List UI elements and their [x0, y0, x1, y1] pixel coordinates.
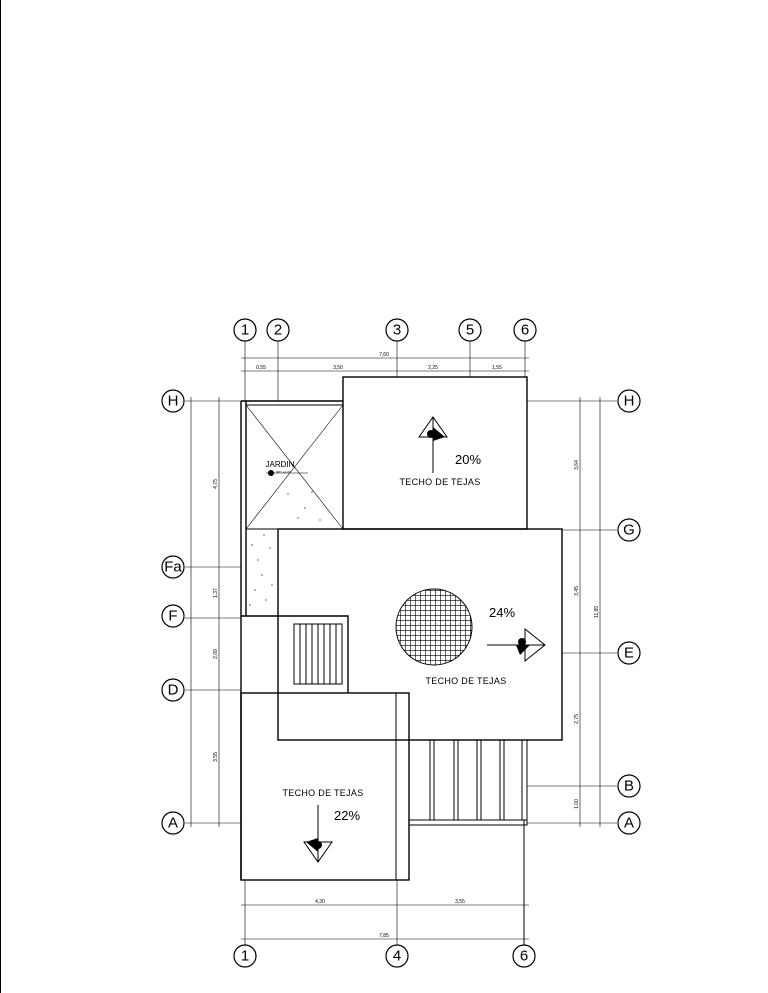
terrace-canopy — [408, 739, 528, 826]
svg-text:Fa: Fa — [164, 559, 182, 576]
axis-top-2: 2 — [266, 318, 290, 342]
axis-top-5: 5 — [458, 318, 482, 342]
svg-text:5: 5 — [466, 322, 474, 339]
svg-text:6: 6 — [520, 948, 528, 965]
svg-text:G: G — [623, 522, 635, 539]
axis-top-3: 3 — [385, 318, 409, 342]
svg-text:6: 6 — [521, 322, 529, 339]
svg-text:2: 2 — [274, 322, 282, 339]
axis-left-Fa: Fa — [161, 555, 185, 579]
page-left-border — [0, 0, 1, 993]
right-dimension-lines — [527, 397, 617, 827]
roof-label-top: TECHO DE TEJAS — [399, 477, 480, 487]
top-dimension-lines — [241, 341, 529, 401]
svg-text:1: 1 — [241, 322, 249, 339]
bottom-dimension-lines — [241, 880, 529, 945]
axis-top-6: 6 — [513, 318, 537, 342]
dim-right-seg-3: 2,75 — [574, 714, 580, 724]
svg-text:D: D — [168, 682, 179, 699]
axis-bottom-4: 4 — [385, 944, 409, 968]
garden-box — [245, 404, 344, 530]
axis-left-A: A — [161, 811, 185, 835]
svg-text:B: B — [624, 778, 634, 795]
axis-bottom-1: 1 — [233, 944, 257, 968]
dim-bottom-total: 7,85 — [379, 933, 389, 939]
axis-left-F: F — [161, 604, 185, 628]
svg-text:H: H — [624, 393, 635, 410]
dim-left-seg-1: 1,37 — [213, 588, 219, 598]
slope-arrow-top — [418, 416, 448, 473]
garden-label: JARDIN — [266, 460, 295, 469]
svg-text:E: E — [624, 645, 634, 662]
dim-right-seg-4: 1,00 — [574, 799, 580, 809]
dim-bottom-seg-2: 3,55 — [455, 899, 465, 905]
axis-top-1: 1 — [233, 318, 257, 342]
svg-text:1: 1 — [241, 948, 249, 965]
dim-left-outer: 4,75 — [213, 479, 219, 489]
skylight-grid — [395, 588, 473, 666]
dim-top-seg-3: 2,25 — [428, 365, 438, 371]
axis-left-D: D — [161, 678, 185, 702]
dim-bottom-seg-1: 4,30 — [315, 899, 325, 905]
dim-left-seg-2: 2,09 — [213, 649, 219, 659]
axis-right-H: H — [617, 389, 641, 413]
axis-right-E: E — [617, 641, 641, 665]
left-dimension-lines — [185, 397, 241, 827]
roof-label-low: TECHO DE TEJAS — [282, 788, 363, 798]
slope-label-low: 22% — [334, 808, 360, 823]
roof-label-mid: TECHO DE TEJAS — [425, 676, 506, 686]
dim-right-total: 11,85 — [594, 606, 600, 618]
axis-right-G: G — [617, 518, 641, 542]
slope-label-mid: 24% — [489, 605, 515, 620]
garden-stipple — [249, 491, 321, 606]
svg-text:3: 3 — [393, 322, 401, 339]
svg-text:4: 4 — [393, 948, 401, 965]
svg-text:A: A — [168, 815, 178, 832]
slope-arrow-mid — [487, 627, 546, 663]
dim-top-seg-1: 0,55 — [256, 365, 266, 371]
axis-right-A: A — [617, 811, 641, 835]
garden-level-marker — [266, 470, 308, 476]
building-outline — [240, 376, 563, 945]
dim-right-seg-2: 3,45 — [574, 586, 580, 596]
axis-right-B: B — [617, 774, 641, 798]
svg-text:A: A — [624, 815, 634, 832]
axis-bottom-6: 6 — [512, 944, 536, 968]
svg-text:H: H — [168, 393, 179, 410]
upper-roof-block — [342, 376, 528, 530]
axis-left-H: H — [161, 389, 185, 413]
dim-top-total: 7,60 — [379, 352, 389, 358]
svg-text:F: F — [168, 608, 177, 625]
dim-right-seg-1: 3,64 — [574, 460, 580, 470]
garden-level-label: NPT +0.30 — [276, 470, 291, 474]
dim-top-seg-2: 3,50 — [333, 365, 343, 371]
dim-top-seg-4: 1,55 — [492, 365, 502, 371]
dim-left-seg-3: 3,55 — [213, 752, 219, 762]
slope-arrow-low — [303, 805, 333, 863]
slope-label-top: 20% — [455, 452, 481, 467]
